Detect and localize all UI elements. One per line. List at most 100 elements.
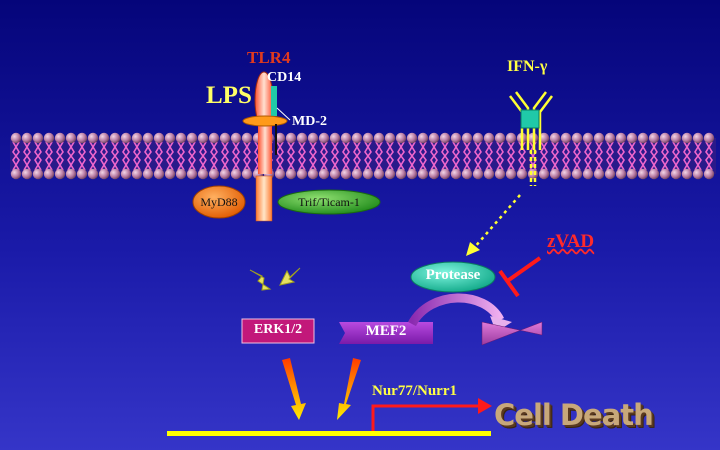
cell-membrane [10, 132, 716, 180]
lipid-tail [694, 141, 702, 171]
lipid-tail [474, 141, 482, 171]
lipid-head [384, 132, 396, 144]
protease-node [410, 261, 496, 293]
lipid-tail [133, 141, 141, 171]
trif-label: Trif/Ticam-1 [298, 195, 360, 209]
lipid-head [65, 132, 77, 144]
lipid-head [131, 168, 143, 180]
lipid-head [87, 168, 99, 180]
lipid-tail [639, 141, 647, 171]
lipid-head [516, 168, 528, 180]
lipid-tail [23, 141, 31, 171]
lipid-tail [232, 141, 240, 171]
lipid-tail [298, 141, 306, 171]
lipid-tail [342, 141, 350, 171]
lipid-tail [628, 141, 636, 171]
lipid-head [153, 168, 165, 180]
lipid-head [164, 132, 176, 144]
lipid-tail [397, 141, 405, 171]
mef2-box [339, 322, 433, 344]
lipid-head [351, 132, 363, 144]
lipid-head [681, 132, 693, 144]
lipid-head [373, 132, 385, 144]
lipid-head [494, 168, 506, 180]
lipid-head [98, 132, 110, 144]
lipid-head [472, 132, 484, 144]
lipid-head [186, 132, 198, 144]
zvad-inhibition [498, 256, 542, 298]
lipid-head [395, 132, 407, 144]
lipid-head [582, 168, 594, 180]
lipid-tail [386, 141, 394, 171]
lipid-head [659, 168, 671, 180]
lipid-head [406, 168, 418, 180]
lipid-head [21, 168, 33, 180]
lipid-tail [683, 141, 691, 171]
lipid-tail [485, 141, 493, 171]
lipid-head [593, 168, 605, 180]
lipid-head [142, 168, 154, 180]
lipid-tail [364, 141, 372, 171]
promoter-line [371, 404, 480, 431]
lipid-tail [276, 141, 284, 171]
lipid-tail [595, 141, 603, 171]
lipid-head [43, 132, 55, 144]
lipid-tail [617, 141, 625, 171]
lipid-tail [144, 141, 152, 171]
lipid-head [32, 132, 44, 144]
lipid-head [549, 168, 561, 180]
lipid-head [197, 168, 209, 180]
activation-arrow-left [249, 269, 272, 291]
lipid-head [439, 132, 451, 144]
lipid-head [604, 132, 616, 144]
lipid-head [43, 168, 55, 180]
lipid-head [197, 132, 209, 144]
lipid-tail [441, 141, 449, 171]
lipid-head [604, 168, 616, 180]
lipid-head [582, 132, 594, 144]
lipid-head [692, 132, 704, 144]
cell-death-label: Cell Death [494, 398, 654, 432]
lipid-head [417, 168, 429, 180]
lipid-tail [221, 141, 229, 171]
protease-label: Protease [425, 267, 481, 283]
lipid-tail [177, 141, 185, 171]
lipid-head [538, 168, 550, 180]
lipid-head [153, 132, 165, 144]
lipid-head [428, 132, 440, 144]
lipid-head [461, 132, 473, 144]
lipid-head [461, 168, 473, 180]
lipid-head [637, 168, 649, 180]
lipid-head [76, 132, 88, 144]
lipid-head [439, 168, 451, 180]
nur77-label: Nur77/Nurr1 [372, 383, 457, 399]
lipid-tail [551, 141, 559, 171]
lipid-head [362, 168, 374, 180]
lipid-tail [507, 141, 515, 171]
lipid-tail [496, 141, 504, 171]
lipid-tail [78, 141, 86, 171]
lipid-head [417, 132, 429, 144]
md2-pointer [276, 107, 291, 121]
lipid-head [648, 132, 660, 144]
lipid-head [505, 132, 517, 144]
promoter-arrowhead [478, 398, 492, 414]
lipid-head [615, 132, 627, 144]
lipid-head [98, 168, 110, 180]
lipid-head [109, 168, 121, 180]
lipid-head [120, 132, 132, 144]
lipid-head [340, 132, 352, 144]
lipid-head [670, 132, 682, 144]
lipid-head [615, 168, 627, 180]
lipid-tail [155, 141, 163, 171]
lipid-tail [67, 141, 75, 171]
myd88-node [192, 185, 246, 219]
lipid-head [637, 132, 649, 144]
lipid-tail [430, 141, 438, 171]
lipid-head [296, 168, 308, 180]
lipid-head [54, 132, 66, 144]
lipid-tail [661, 141, 669, 171]
lipid-head [87, 132, 99, 144]
lipid-head [318, 168, 330, 180]
